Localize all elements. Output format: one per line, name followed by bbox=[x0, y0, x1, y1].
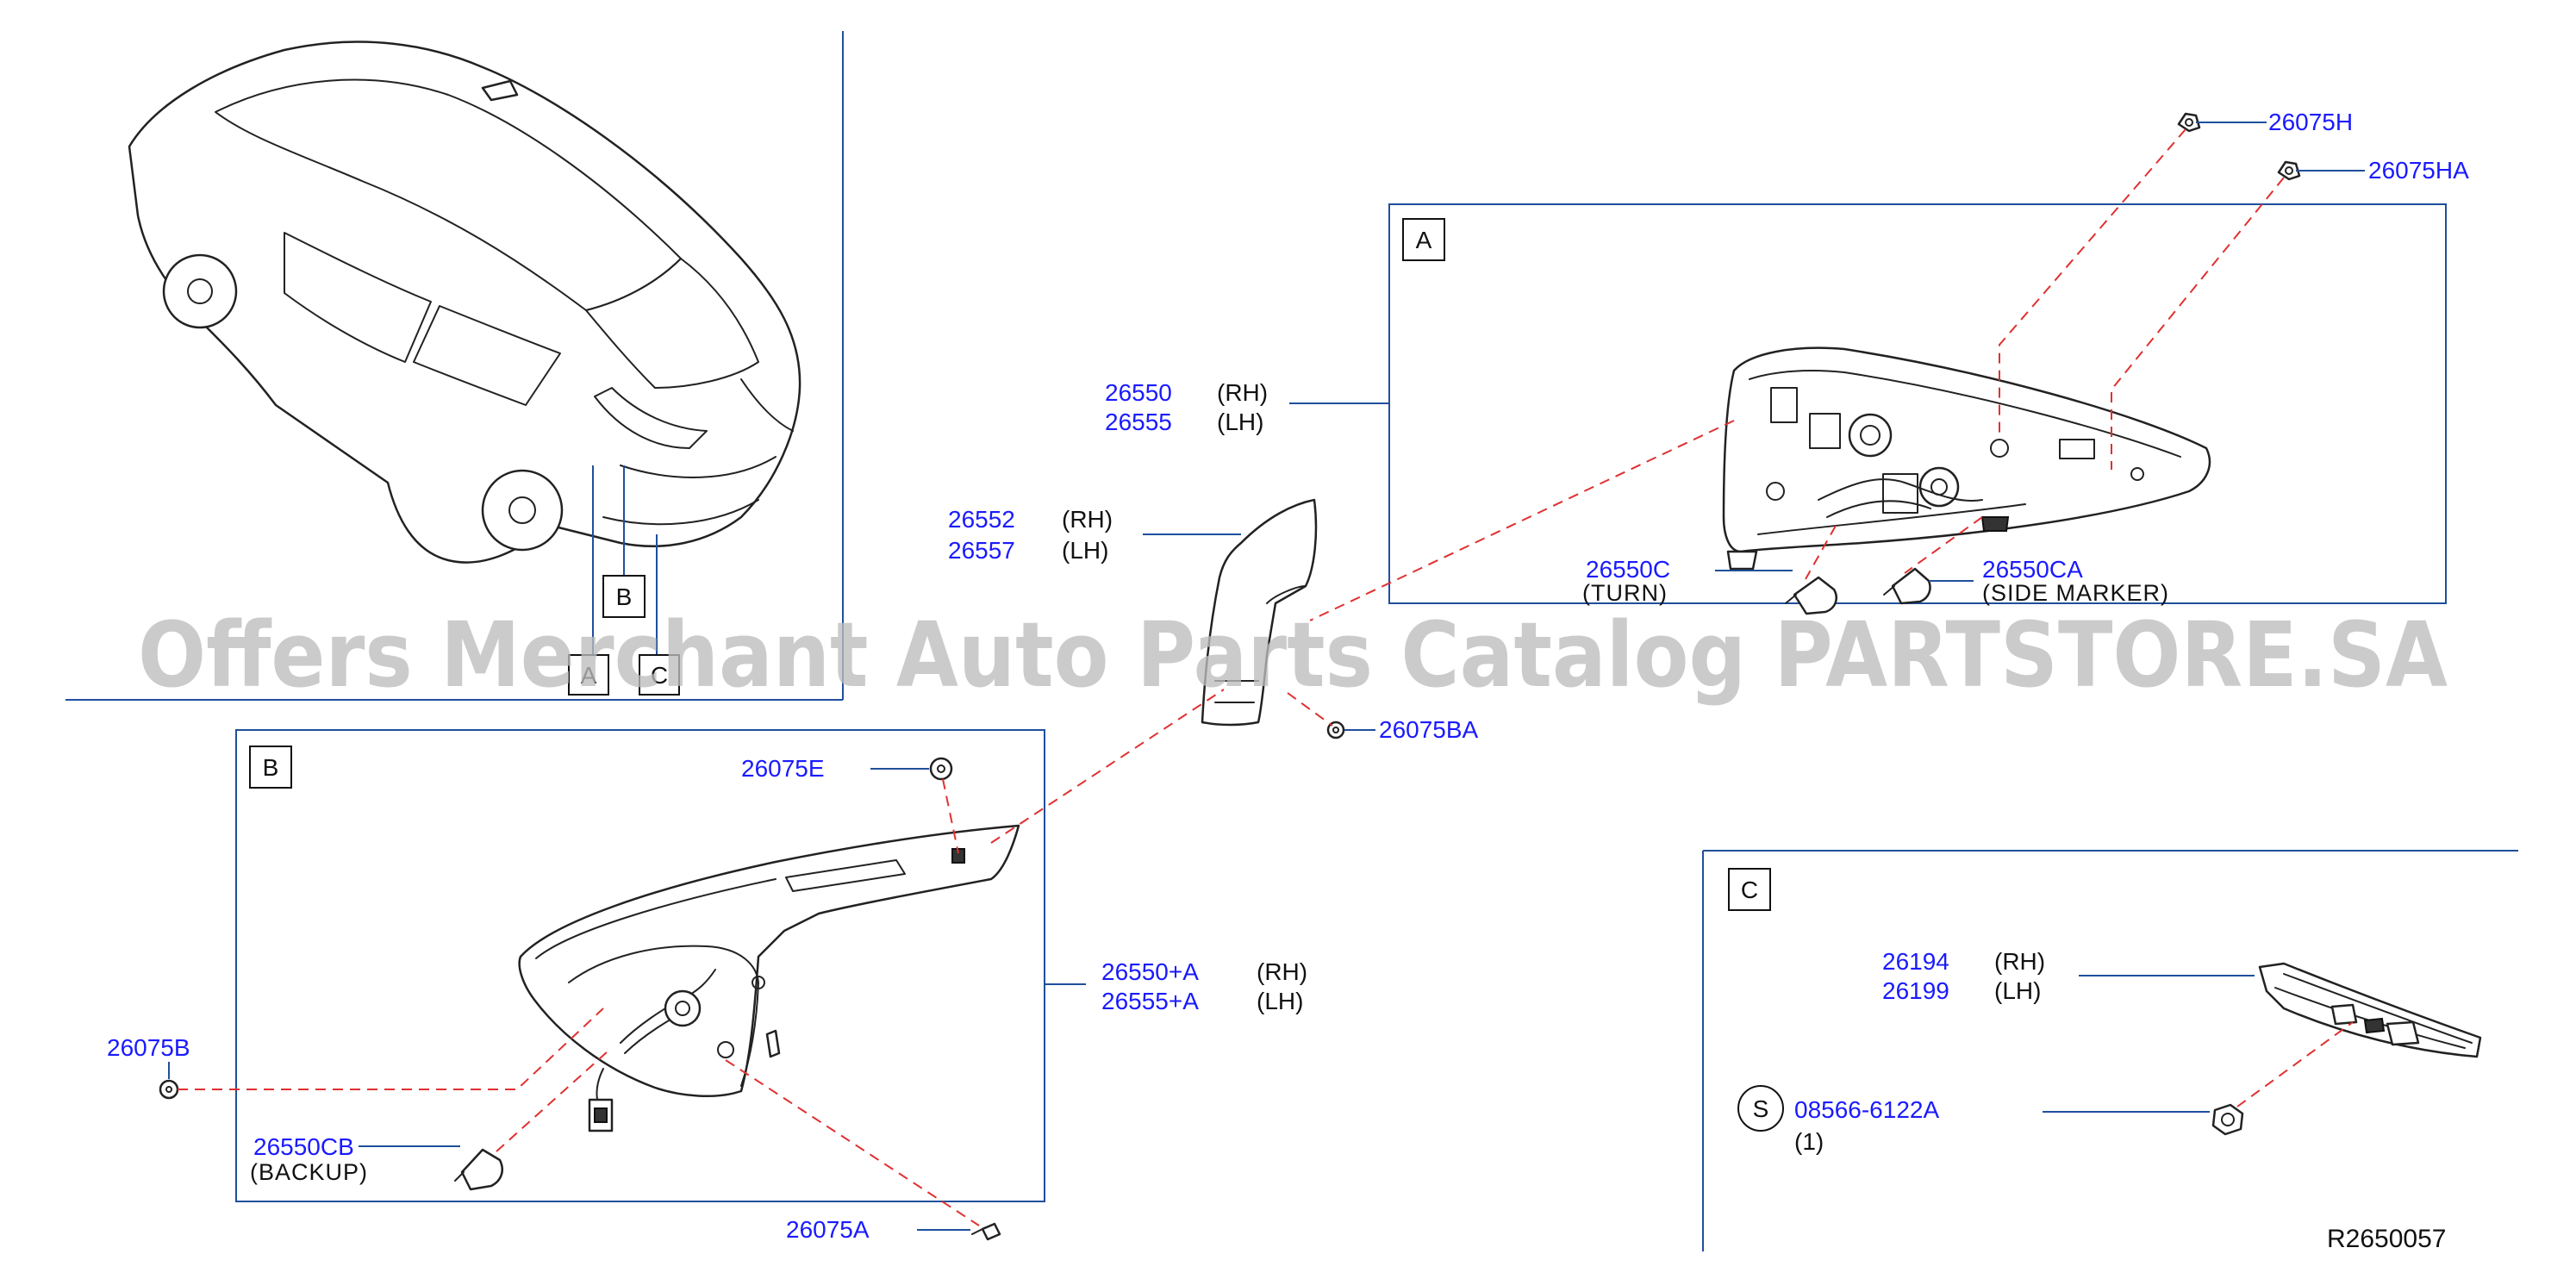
car-callout-a-text: A bbox=[581, 662, 597, 689]
label-26550-plus-a-side: (RH) bbox=[1257, 958, 1307, 985]
label-26555-side: (LH) bbox=[1217, 409, 1263, 435]
rear-reflex-reflector bbox=[2258, 962, 2482, 1058]
label-26075E: 26075E bbox=[741, 755, 825, 782]
label-26550CA: 26550CA bbox=[1982, 556, 2083, 583]
label-26555-plus-a-side: (LH) bbox=[1257, 988, 1303, 1014]
callout-c: C bbox=[1728, 868, 1771, 911]
car-callout-c-text: C bbox=[651, 662, 668, 689]
nut-26075E bbox=[929, 757, 953, 781]
label-26075A: 26075A bbox=[786, 1216, 870, 1243]
label-26550: 26550 bbox=[1105, 379, 1172, 406]
label-26199: 26199 bbox=[1882, 977, 1949, 1004]
label-26194: 26194 bbox=[1882, 948, 1949, 975]
nut-26075B bbox=[159, 1079, 179, 1100]
standard-part-symbol-text: S bbox=[1753, 1095, 1769, 1122]
car-callout-a: A bbox=[568, 654, 609, 696]
label-26552-side: (RH) bbox=[1062, 506, 1113, 533]
nut-08566-6122A bbox=[2211, 1103, 2244, 1136]
callout-b-text: B bbox=[263, 754, 279, 781]
label-26550-side: (RH) bbox=[1217, 379, 1268, 406]
car-callout-c: C bbox=[639, 654, 680, 696]
combination-lamp-inner bbox=[518, 824, 1020, 1132]
standard-part-symbol: S bbox=[1737, 1085, 1784, 1132]
rear-garnish bbox=[1201, 498, 1318, 727]
label-26075BA: 26075BA bbox=[1379, 716, 1479, 743]
backup-bulb bbox=[454, 1148, 503, 1191]
label-26075H: 26075H bbox=[2268, 109, 2353, 135]
note-turn: (TURN) bbox=[1582, 580, 1668, 606]
callout-a: A bbox=[1402, 218, 1445, 261]
label-26550C: 26550C bbox=[1586, 556, 1670, 583]
label-08566-6122A-qty: (1) bbox=[1794, 1128, 1824, 1155]
callout-b: B bbox=[249, 746, 292, 789]
tail-lamp-assembly-outer bbox=[1722, 346, 2211, 571]
side-marker-bulb bbox=[1883, 567, 1931, 605]
turn-bulb bbox=[1785, 576, 1837, 615]
label-08566-6122A: 08566-6122A bbox=[1794, 1096, 1939, 1123]
car-callout-b-text: B bbox=[616, 583, 633, 610]
label-26557: 26557 bbox=[948, 537, 1015, 564]
car-callout-b: B bbox=[602, 575, 646, 618]
label-26075B: 26075B bbox=[107, 1034, 190, 1061]
label-26075HA: 26075HA bbox=[2368, 157, 2469, 184]
callout-a-text: A bbox=[1416, 227, 1432, 253]
overview-frame bbox=[65, 31, 844, 701]
detail-frame-b bbox=[235, 729, 1045, 1202]
label-26555: 26555 bbox=[1105, 409, 1172, 435]
watermark: Offers Merchant Auto Parts Catalog PARTS… bbox=[138, 602, 2448, 708]
reference-code: R2650057 bbox=[2327, 1225, 2446, 1253]
label-26557-side: (LH) bbox=[1062, 537, 1108, 564]
label-26550-plus-a: 26550+A bbox=[1101, 958, 1199, 985]
label-26194-side: (RH) bbox=[1994, 948, 2045, 975]
label-26552: 26552 bbox=[948, 506, 1015, 533]
callout-c-text: C bbox=[1741, 877, 1758, 903]
note-backup: (BACKUP) bbox=[250, 1159, 368, 1185]
note-side-marker: (SIDE MARKER) bbox=[1982, 580, 2169, 606]
bolt-26075A bbox=[971, 1222, 1001, 1241]
vehicle-rear-overview bbox=[128, 41, 801, 672]
label-26550CB: 26550CB bbox=[253, 1133, 354, 1160]
detail-frame-c bbox=[1702, 850, 2518, 1251]
label-26199-side: (LH) bbox=[1994, 977, 2041, 1004]
label-26555-plus-a: 26555+A bbox=[1101, 988, 1199, 1014]
